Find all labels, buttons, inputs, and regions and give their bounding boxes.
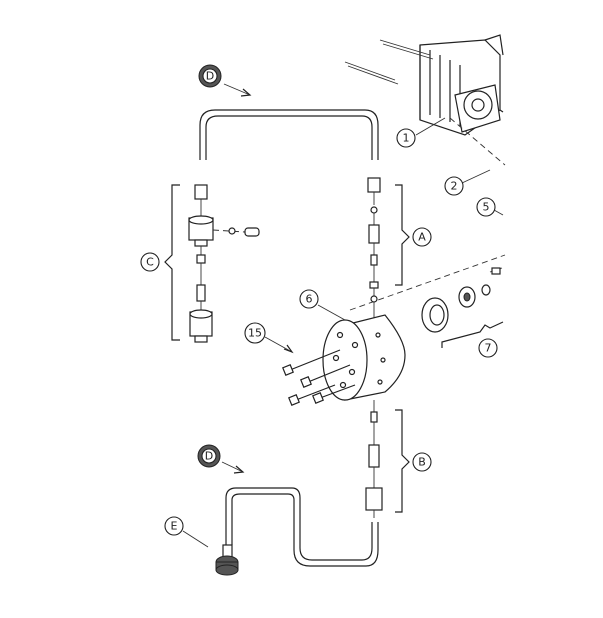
knob-e: [215, 544, 239, 576]
motor-centerline: [449, 117, 506, 166]
callout-1: 1: [396, 117, 446, 148]
callout-6: 6: [299, 289, 346, 321]
bracket-b: B: [395, 409, 432, 513]
motor-assembly: [419, 34, 504, 136]
callout-2-label: 2: [451, 180, 458, 193]
callout-c-label: C: [146, 256, 154, 269]
callout-e: E: [164, 516, 209, 548]
callout-d-bottom: D: [197, 444, 245, 474]
callout-d-bottom-label: D: [205, 450, 213, 463]
callout-15: 15: [244, 322, 294, 354]
lower-tube: [225, 487, 379, 567]
left-fitting-stack: [188, 184, 260, 343]
bracket-7: 7: [441, 321, 504, 358]
callout-2: 2: [444, 169, 491, 196]
callout-5-label: 5: [483, 201, 490, 214]
seal-parts: [421, 267, 503, 333]
callout-1-label: 1: [403, 132, 410, 145]
callout-5: 5: [476, 197, 504, 217]
callout-d-top-label: D: [206, 70, 214, 83]
bracket-a: A: [395, 184, 432, 286]
upper-fitting-stack: [367, 177, 381, 320]
pump-centerline: [349, 254, 506, 311]
top-tube: [199, 109, 379, 160]
callout-7-label: 7: [485, 342, 492, 355]
lower-fitting-stack: [365, 400, 383, 518]
callout-6-label: 6: [306, 293, 313, 306]
bracket-c: C: [140, 184, 180, 341]
callout-d-top: D: [198, 64, 252, 97]
callout-a-label: A: [418, 231, 426, 244]
callout-b-label: B: [418, 456, 426, 469]
pump-head: [322, 314, 406, 401]
head-screws: [282, 349, 356, 406]
callout-15-label: 15: [248, 327, 262, 340]
callout-e-label: E: [171, 520, 178, 533]
motor-screws: [344, 39, 434, 85]
